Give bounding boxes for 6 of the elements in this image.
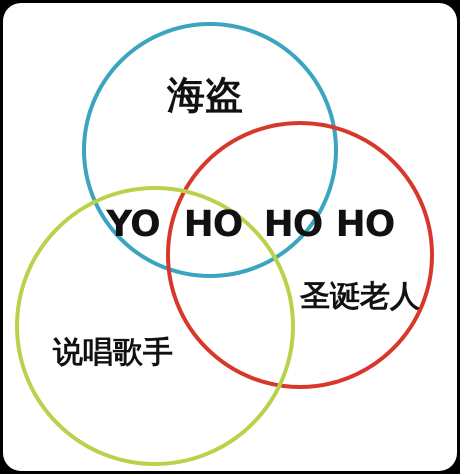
overlap-label: HO — [336, 207, 394, 243]
set-label: 海盗 — [167, 76, 243, 114]
set-label: 说唱歌手 — [53, 338, 173, 368]
set-label: 圣诞老人 — [300, 282, 420, 312]
overlap-label: HO — [184, 207, 242, 243]
venn-circle — [82, 22, 338, 278]
